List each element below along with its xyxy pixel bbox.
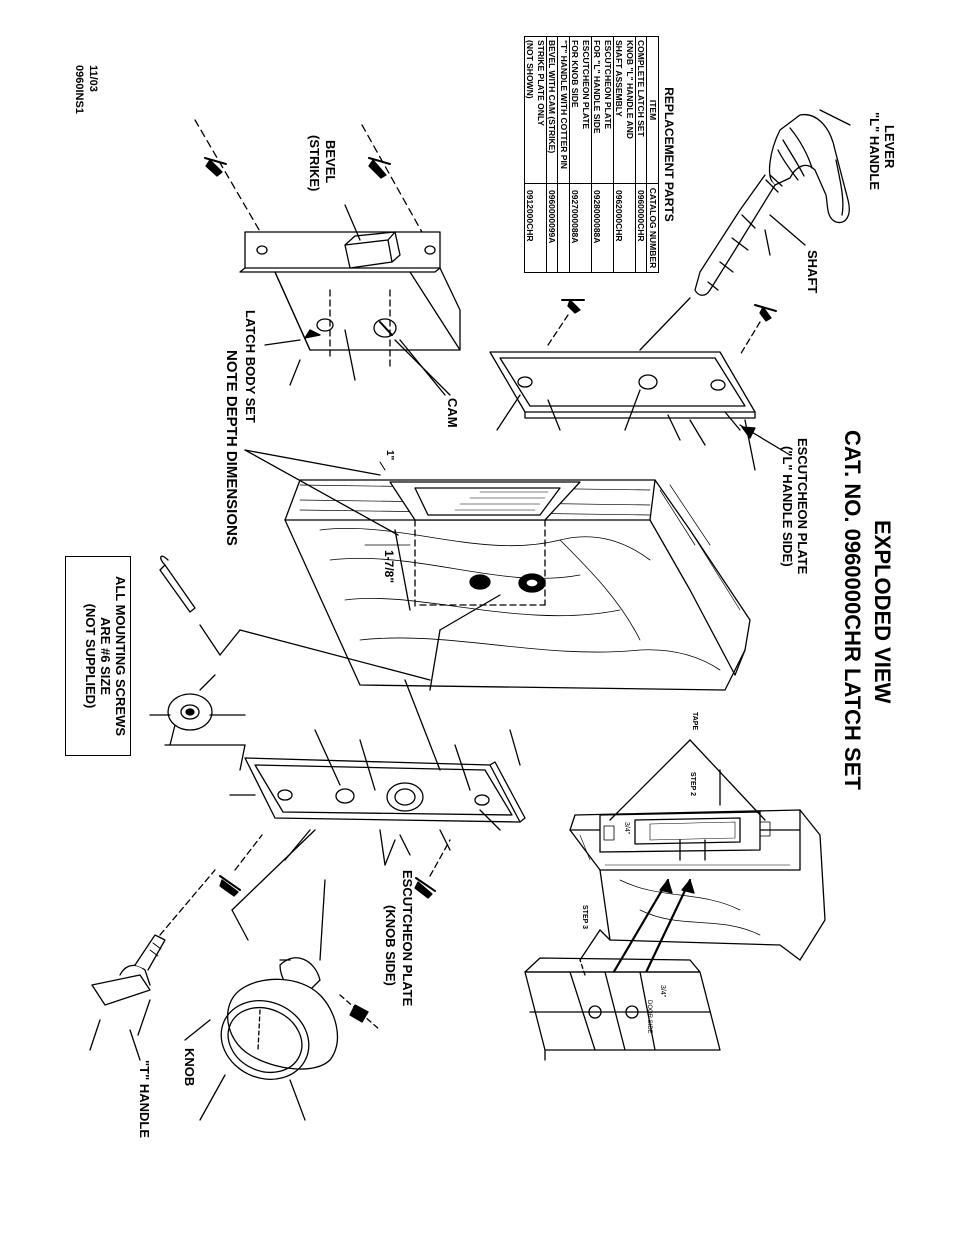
label-inner-dim: 3/4" [623, 822, 630, 835]
title-line-1: EXPLODED VIEW [870, 520, 895, 704]
mounting-screws-l-side [547, 299, 777, 356]
mounting-screws-note: ALL MOUNTING SCREWS ARE #6 SIZE (NOT SUP… [65, 556, 131, 756]
label-bevel: BEVEL [323, 140, 338, 184]
parts-table-heading: REPLACEMENT PARTS [662, 87, 676, 222]
label-cam: CAM [445, 398, 460, 428]
parts-table-row: "T" HANDLE WITH COTTER PIN [558, 36, 570, 273]
label-depth-1: 1" [384, 450, 395, 461]
door-block-part [244, 449, 751, 691]
label-lever: LEVER [882, 125, 897, 169]
label-door-side: DOOR SIDE [646, 1000, 652, 1034]
title-line-2: CAT. NO. 0960000CHR LATCH SET [840, 430, 865, 790]
mounting-note-line3: (NOT SUPPLIED) [83, 603, 98, 709]
parts-item-cell: SHAFT ASSEMBLY [613, 36, 625, 184]
mounting-note-line2: ARE #6 SIZE [98, 616, 113, 696]
mounting-screws-bevel [194, 119, 433, 251]
parts-catalog-cell: 0912000CHR [524, 183, 536, 273]
label-l-handle: "L" HANDLE [867, 112, 882, 191]
label-step2: STEP 2 [689, 772, 696, 796]
label-depth-note: NOTE DEPTH DIMENSIONS [223, 350, 240, 546]
parts-item-cell: ESCUTCHEON PLATE [580, 36, 592, 184]
label-escutcheon-knob: ESCUTCHEON PLATE [400, 870, 415, 1007]
t-handle-part [89, 869, 216, 1051]
parts-item-cell: KNOB "L" HANDLE AND [624, 36, 636, 184]
parts-item-cell: COMPLETE LATCH SET [635, 36, 647, 184]
label-strike: (STRIKE) [307, 135, 322, 192]
parts-table-row: (NOT SHOWN)0912000CHR [524, 36, 536, 273]
parts-table-row: KNOB "L" HANDLE AND [624, 36, 636, 273]
label-escutcheon-l: ESCUTCHEON PLATE [795, 438, 810, 575]
parts-item-cell: STRIKE PLATE ONLY [535, 36, 547, 184]
label-escutcheon-l-side: ("L" HANDLE SIDE) [780, 446, 795, 567]
parts-catalog-cell [535, 183, 547, 273]
washer-part [149, 674, 246, 771]
footer-date: 11/03 [87, 65, 99, 92]
parts-item-cell: ESCUTCHEON PLATE [602, 36, 614, 184]
knob-part [199, 829, 381, 1121]
label-latch-body: LATCH BODY SET [243, 310, 258, 423]
leader-lines [129, 204, 791, 1061]
parts-catalog-cell: 0962000CHR [613, 183, 625, 273]
footer-doc-code: 0960INS1 [73, 65, 85, 114]
parts-item-cell: FOR KNOB SIDE [569, 36, 581, 184]
parts-catalog-cell [624, 183, 636, 273]
parts-catalog-cell: 0928000088A [591, 183, 603, 273]
parts-catalog-cell: 0927000088A [569, 183, 581, 273]
parts-item-cell: "T" HANDLE WITH COTTER PIN [558, 36, 570, 184]
parts-item-cell: BEVEL WITH CAM (STRIKE) [546, 36, 558, 184]
label-depth-2: 1-7/8" [382, 550, 396, 584]
label-t-handle: "T" HANDLE [137, 1060, 152, 1139]
label-inner-dim-lower: 3/4" [659, 985, 666, 998]
installation-inset [524, 739, 826, 1061]
parts-table-row: ESCUTCHEON PLATE [602, 36, 614, 273]
label-knob: KNOB [182, 1048, 197, 1087]
parts-col-catalog: CATALOG NUMBER [647, 183, 659, 273]
label-shaft: SHAFT [805, 250, 820, 294]
parts-table-row: BEVEL WITH CAM (STRIKE)0960000099A [546, 36, 558, 273]
parts-table-row: ESCUTCHEON PLATE [580, 36, 592, 273]
label-step3: STEP 3 [581, 905, 588, 929]
escutcheon-plate-knob-side-part [229, 679, 526, 861]
parts-col-item: ITEM [647, 36, 659, 184]
parts-catalog-cell [580, 183, 592, 273]
label-escutcheon-knob-side: (KNOB SIDE) [383, 905, 398, 986]
label-tape: TAPE [691, 712, 698, 731]
parts-catalog-cell: 0960000CHR [635, 183, 647, 273]
lever-handle-part [639, 109, 851, 351]
parts-catalog-cell [602, 183, 614, 273]
parts-item-cell: FOR "L" HANDLE SIDE [591, 36, 603, 184]
replacement-parts-table: REPLACEMENT PARTS ITEM CATALOG NUMBER CO… [524, 36, 676, 273]
parts-catalog-cell: 0960000099A [546, 183, 558, 273]
escutcheon-plate-l-side-part [489, 351, 756, 471]
parts-item-cell: (NOT SHOWN) [524, 36, 536, 184]
mounting-screws-knob-side [219, 834, 451, 899]
parts-table-row: STRIKE PLATE ONLY [535, 36, 547, 273]
parts-catalog-cell [558, 183, 570, 273]
bevel-strike-part [239, 231, 461, 396]
mounting-note-line1: ALL MOUNTING SCREWS [113, 575, 128, 737]
cotter-pin-part [159, 555, 431, 681]
